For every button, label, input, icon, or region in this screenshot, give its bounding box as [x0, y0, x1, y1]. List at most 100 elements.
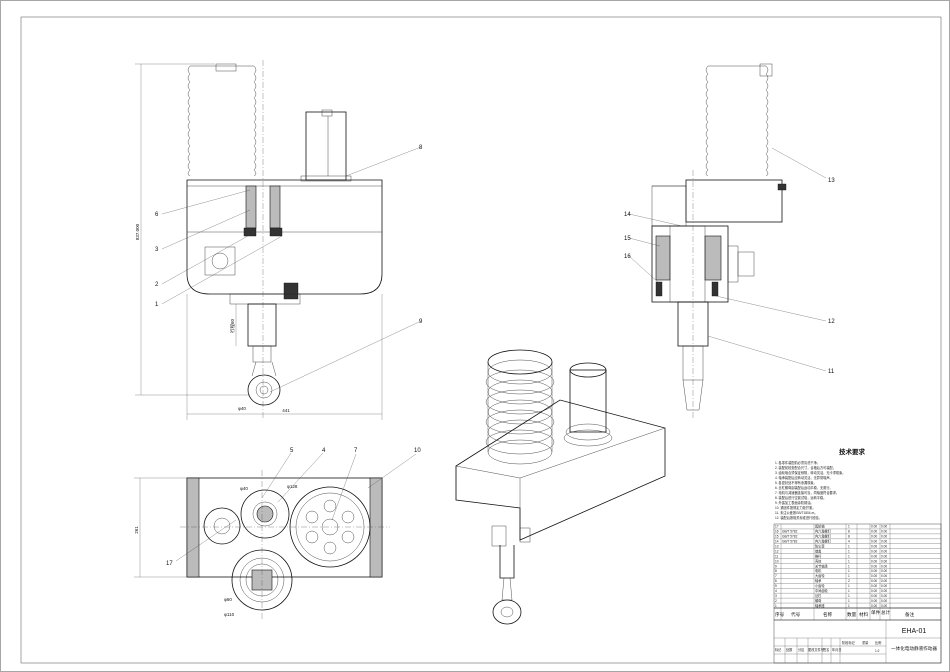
bom-cell-qty: 1 — [848, 549, 850, 553]
side-bellows-left — [705, 65, 709, 177]
bom-cell-qty: 1 — [848, 604, 850, 608]
tb-stage: 阶段标记 — [842, 640, 856, 645]
bom-cell-w: 0.00 — [871, 545, 877, 549]
drawing-number: EHA-01 — [902, 628, 927, 635]
bom-cell-no: 3 — [775, 594, 777, 598]
side-section-left — [655, 235, 671, 281]
bom-cell-name: 端盖 — [815, 548, 822, 553]
callout-1: 1 — [155, 302, 159, 308]
note-line: 11. 未注公差按GB/T1804-m。 — [775, 510, 817, 515]
bom-cell-name: 中间齿轮 — [815, 588, 829, 593]
front-housing — [186, 179, 383, 295]
dim-plan-phi-c: φ60 — [224, 597, 232, 602]
bom-cell-no: 7 — [775, 574, 777, 578]
callout-12: 12 — [828, 319, 835, 325]
note-line: 8. 装配后进行空载试验，运转平稳。 — [775, 495, 826, 500]
callout-2: 2 — [155, 282, 159, 288]
bom-cell-t: 0.00 — [881, 559, 887, 563]
bom-cell-name: 小齿轮 — [815, 583, 825, 588]
bom-cell-name: 丝杠 — [815, 593, 822, 598]
bom-cell-w: 0.00 — [871, 564, 877, 568]
note-line: 4. 轴承装配后应转动灵活，无异常噪声。 — [775, 475, 833, 480]
bom-cell-no: 8 — [775, 569, 777, 573]
front-bellows-right — [253, 65, 257, 177]
tb-label: 标记 — [775, 647, 782, 652]
callout-3: 3 — [155, 247, 159, 253]
bom-cell-w: 0.00 — [871, 535, 877, 539]
bom-cell-t: 0.00 — [881, 599, 887, 603]
bom-cell-w: 0.00 — [871, 554, 877, 558]
bom-cell-qty: 1 — [848, 525, 850, 529]
dim-front-phi: φ40 — [238, 406, 246, 411]
bom-header-name: 名称 — [823, 611, 833, 618]
tb-label: 年月日 — [832, 647, 842, 652]
dim-front-stroke: 行程60 — [229, 319, 236, 334]
bom-cell-t: 0.00 — [881, 589, 887, 593]
bom-cell-t: 0.00 — [881, 545, 887, 549]
iso-motor — [569, 369, 607, 433]
notes-title: 技术要求 — [839, 447, 866, 456]
bom-header-note: 备注 — [905, 611, 915, 618]
bom-cell-w: 0.00 — [871, 525, 877, 529]
bom-cell-qty: 1 — [848, 554, 850, 558]
callout-17: 17 — [166, 561, 173, 567]
front-bellows-left — [187, 65, 191, 177]
tb-label: 更改文件号 — [808, 647, 824, 652]
note-line: 6. 丝杠螺母副装配后运动平稳，无爬行。 — [775, 485, 833, 490]
callout-5: 5 — [290, 448, 294, 454]
bom-cell-name: 齿轮轴 — [815, 524, 825, 529]
tb-scale-value: 1:2 — [875, 649, 880, 653]
bom-cell-t: 0.00 — [881, 554, 887, 558]
bom-cell-no: 14 — [775, 540, 779, 544]
technical-notes: 技术要求 1. 各零件装配前必须清洗干净。 2. 装配前检查配合尺寸，合格后方可… — [775, 447, 866, 520]
note-line: 9. 外露加工表面涂防锈油。 — [775, 500, 814, 505]
bom-cell-no: 4 — [775, 589, 777, 593]
callout-11: 11 — [828, 369, 835, 375]
callout-7: 7 — [354, 448, 358, 454]
iso-bellows — [485, 349, 555, 465]
iso-body — [455, 399, 666, 541]
callout-6: 6 — [155, 212, 159, 218]
bom-cell-w: 0.00 — [871, 569, 877, 573]
bom-cell-t: 0.00 — [881, 579, 887, 583]
note-line: 7. 电机与减速器连接可靠，同轴度符合要求。 — [775, 490, 839, 495]
dim-plan-phi-d: φ110 — [224, 612, 235, 617]
bom-header-w: 单件 — [871, 609, 881, 616]
front-bearing-left — [245, 185, 257, 229]
bom-cell-qty: 4 — [848, 540, 850, 544]
bom-cell-name: 螺母 — [815, 598, 821, 603]
bom-cell-t: 0.00 — [881, 594, 887, 598]
iso-rod-end — [492, 599, 522, 625]
iso-rod — [499, 545, 515, 579]
bom-cell-w: 0.00 — [871, 604, 877, 608]
bom-cell-w: 0.00 — [871, 579, 877, 583]
note-line: 3. 齿轮啮合须保证侧隙，转动灵活，无卡滞现象。 — [775, 470, 845, 475]
bom-cell-code: GB/T 5782 — [782, 535, 798, 539]
bom-cell-no: 15 — [775, 535, 779, 539]
bom-cell-t: 0.00 — [881, 549, 887, 553]
callout-15: 15 — [624, 236, 631, 242]
bom-cell-t: 0.00 — [881, 569, 887, 573]
bom-cell-qty: 1 — [848, 584, 850, 588]
bom-cell-qty: 1 — [848, 594, 850, 598]
bom-cell-name: 大齿轮 — [815, 573, 825, 578]
bom-cell-t: 0.00 — [881, 540, 887, 544]
inner-frame — [20, 16, 942, 664]
bom-cell-qty: 1 — [848, 569, 850, 573]
dim-plan-phi-a: φ40 — [240, 486, 248, 491]
front-bearing-right — [269, 185, 281, 229]
bom-cell-w: 0.00 — [871, 574, 877, 578]
bom-header-code: 代号 — [791, 611, 801, 618]
tb-scale: 比例 — [875, 640, 881, 645]
bom-cell-t: 0.00 — [881, 574, 887, 578]
plan-gear-small — [203, 507, 241, 545]
bom-cell-no: 17 — [775, 525, 779, 529]
isometric-view — [455, 349, 666, 625]
front-bellows-cap — [215, 63, 237, 72]
bom-cell-name: 壳体 — [815, 558, 822, 563]
callout-9: 9 — [419, 319, 423, 325]
side-bellows-right — [765, 65, 769, 177]
bom-cell-name: 内六角螺钉 — [815, 529, 832, 534]
